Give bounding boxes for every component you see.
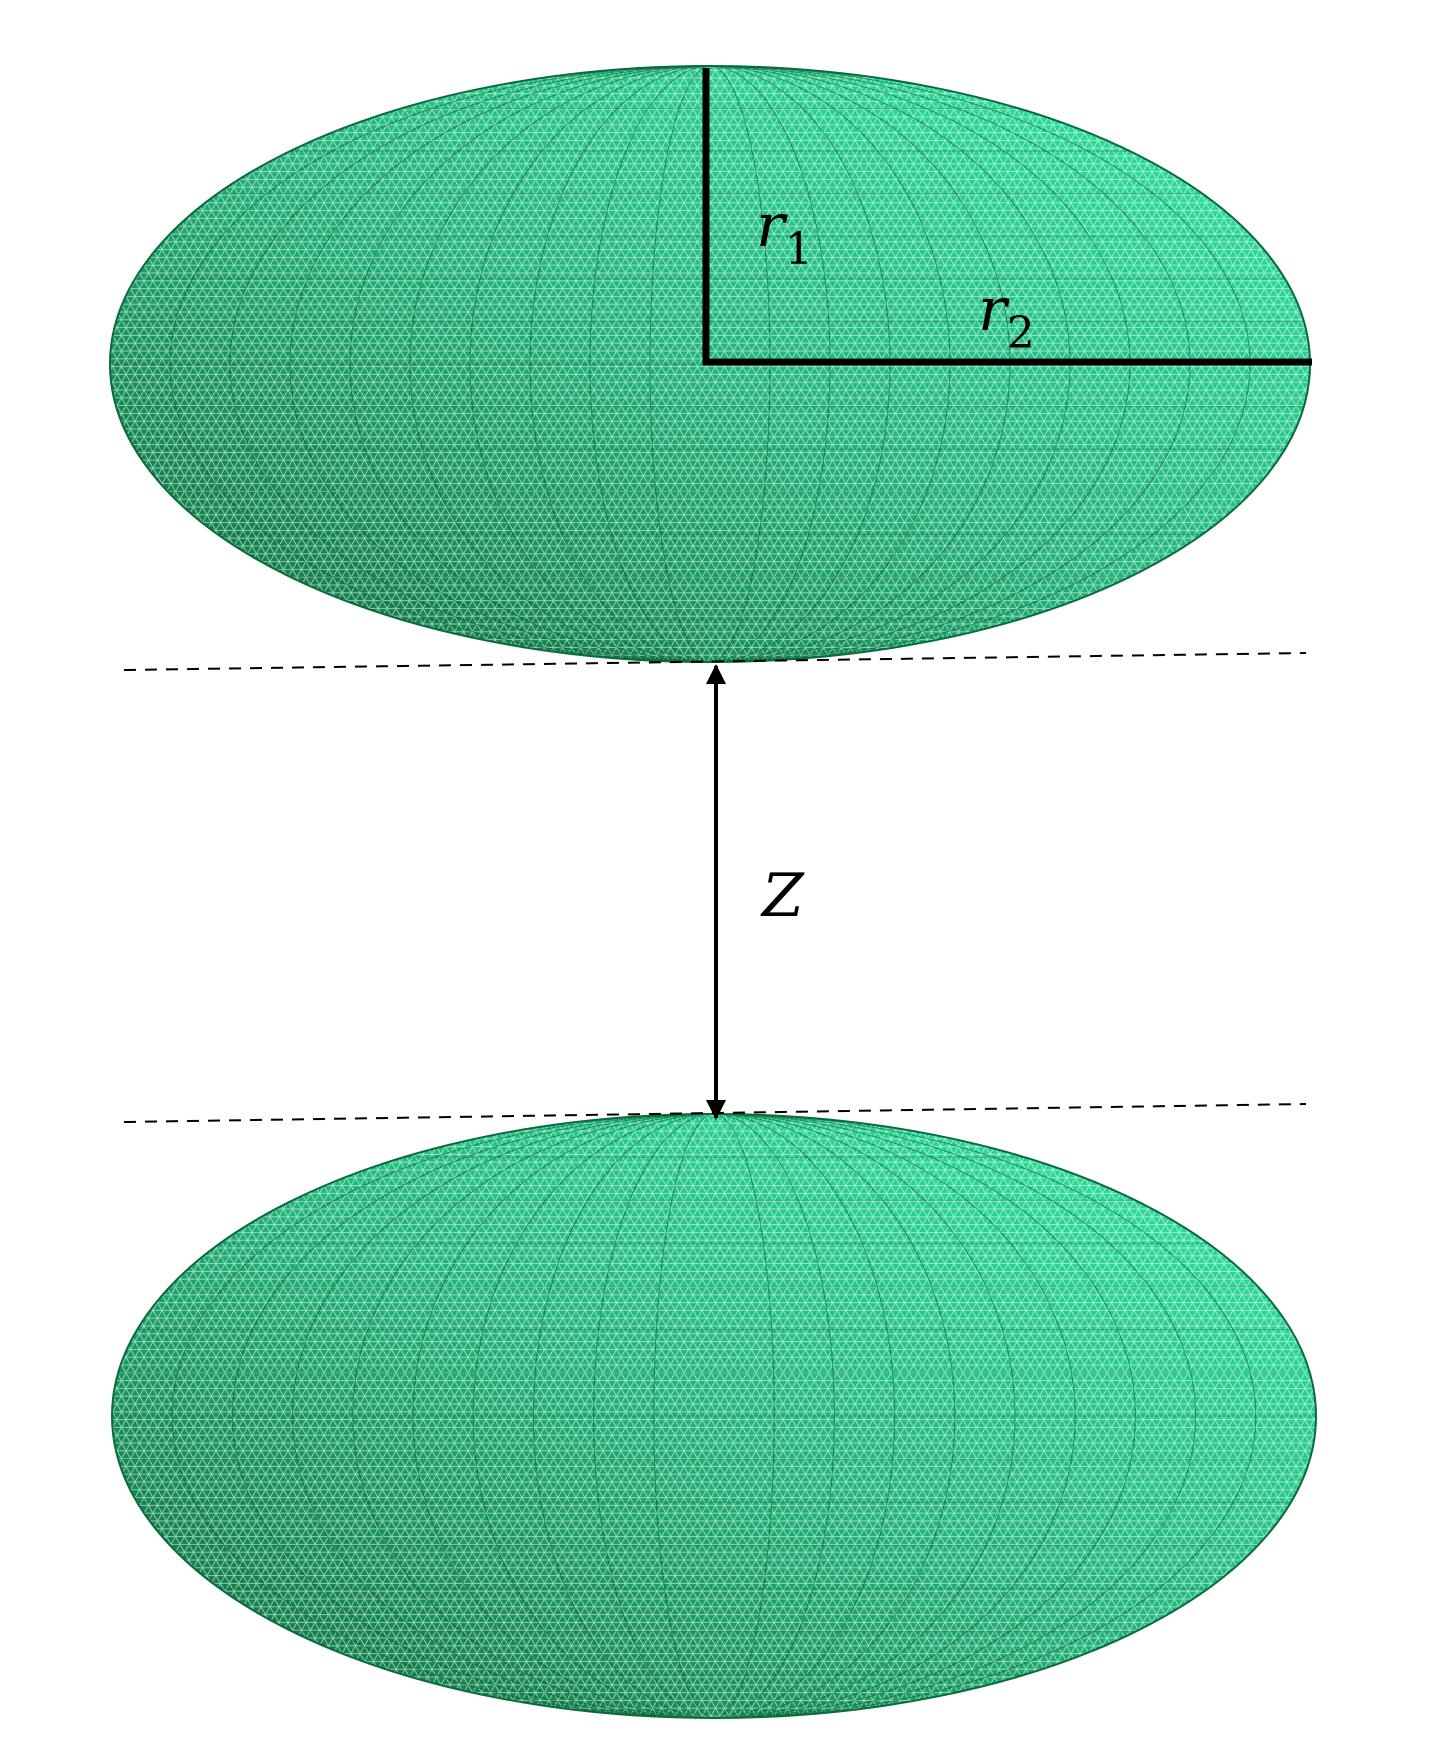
r2-label-subscript: 2 bbox=[1006, 308, 1035, 359]
r1-label-main: r bbox=[756, 191, 785, 261]
z-label: Z bbox=[762, 866, 804, 926]
r1-label-subscript: 1 bbox=[784, 224, 813, 275]
upper-dashed-tangent bbox=[123, 652, 1307, 671]
z-label-text: Z bbox=[762, 861, 804, 931]
r2-label-main: r bbox=[978, 275, 1007, 345]
bottom-ellipsoid-mesh bbox=[112, 1114, 1316, 1718]
r2-label: r2 bbox=[978, 280, 1035, 356]
r1-label: r1 bbox=[756, 196, 813, 272]
